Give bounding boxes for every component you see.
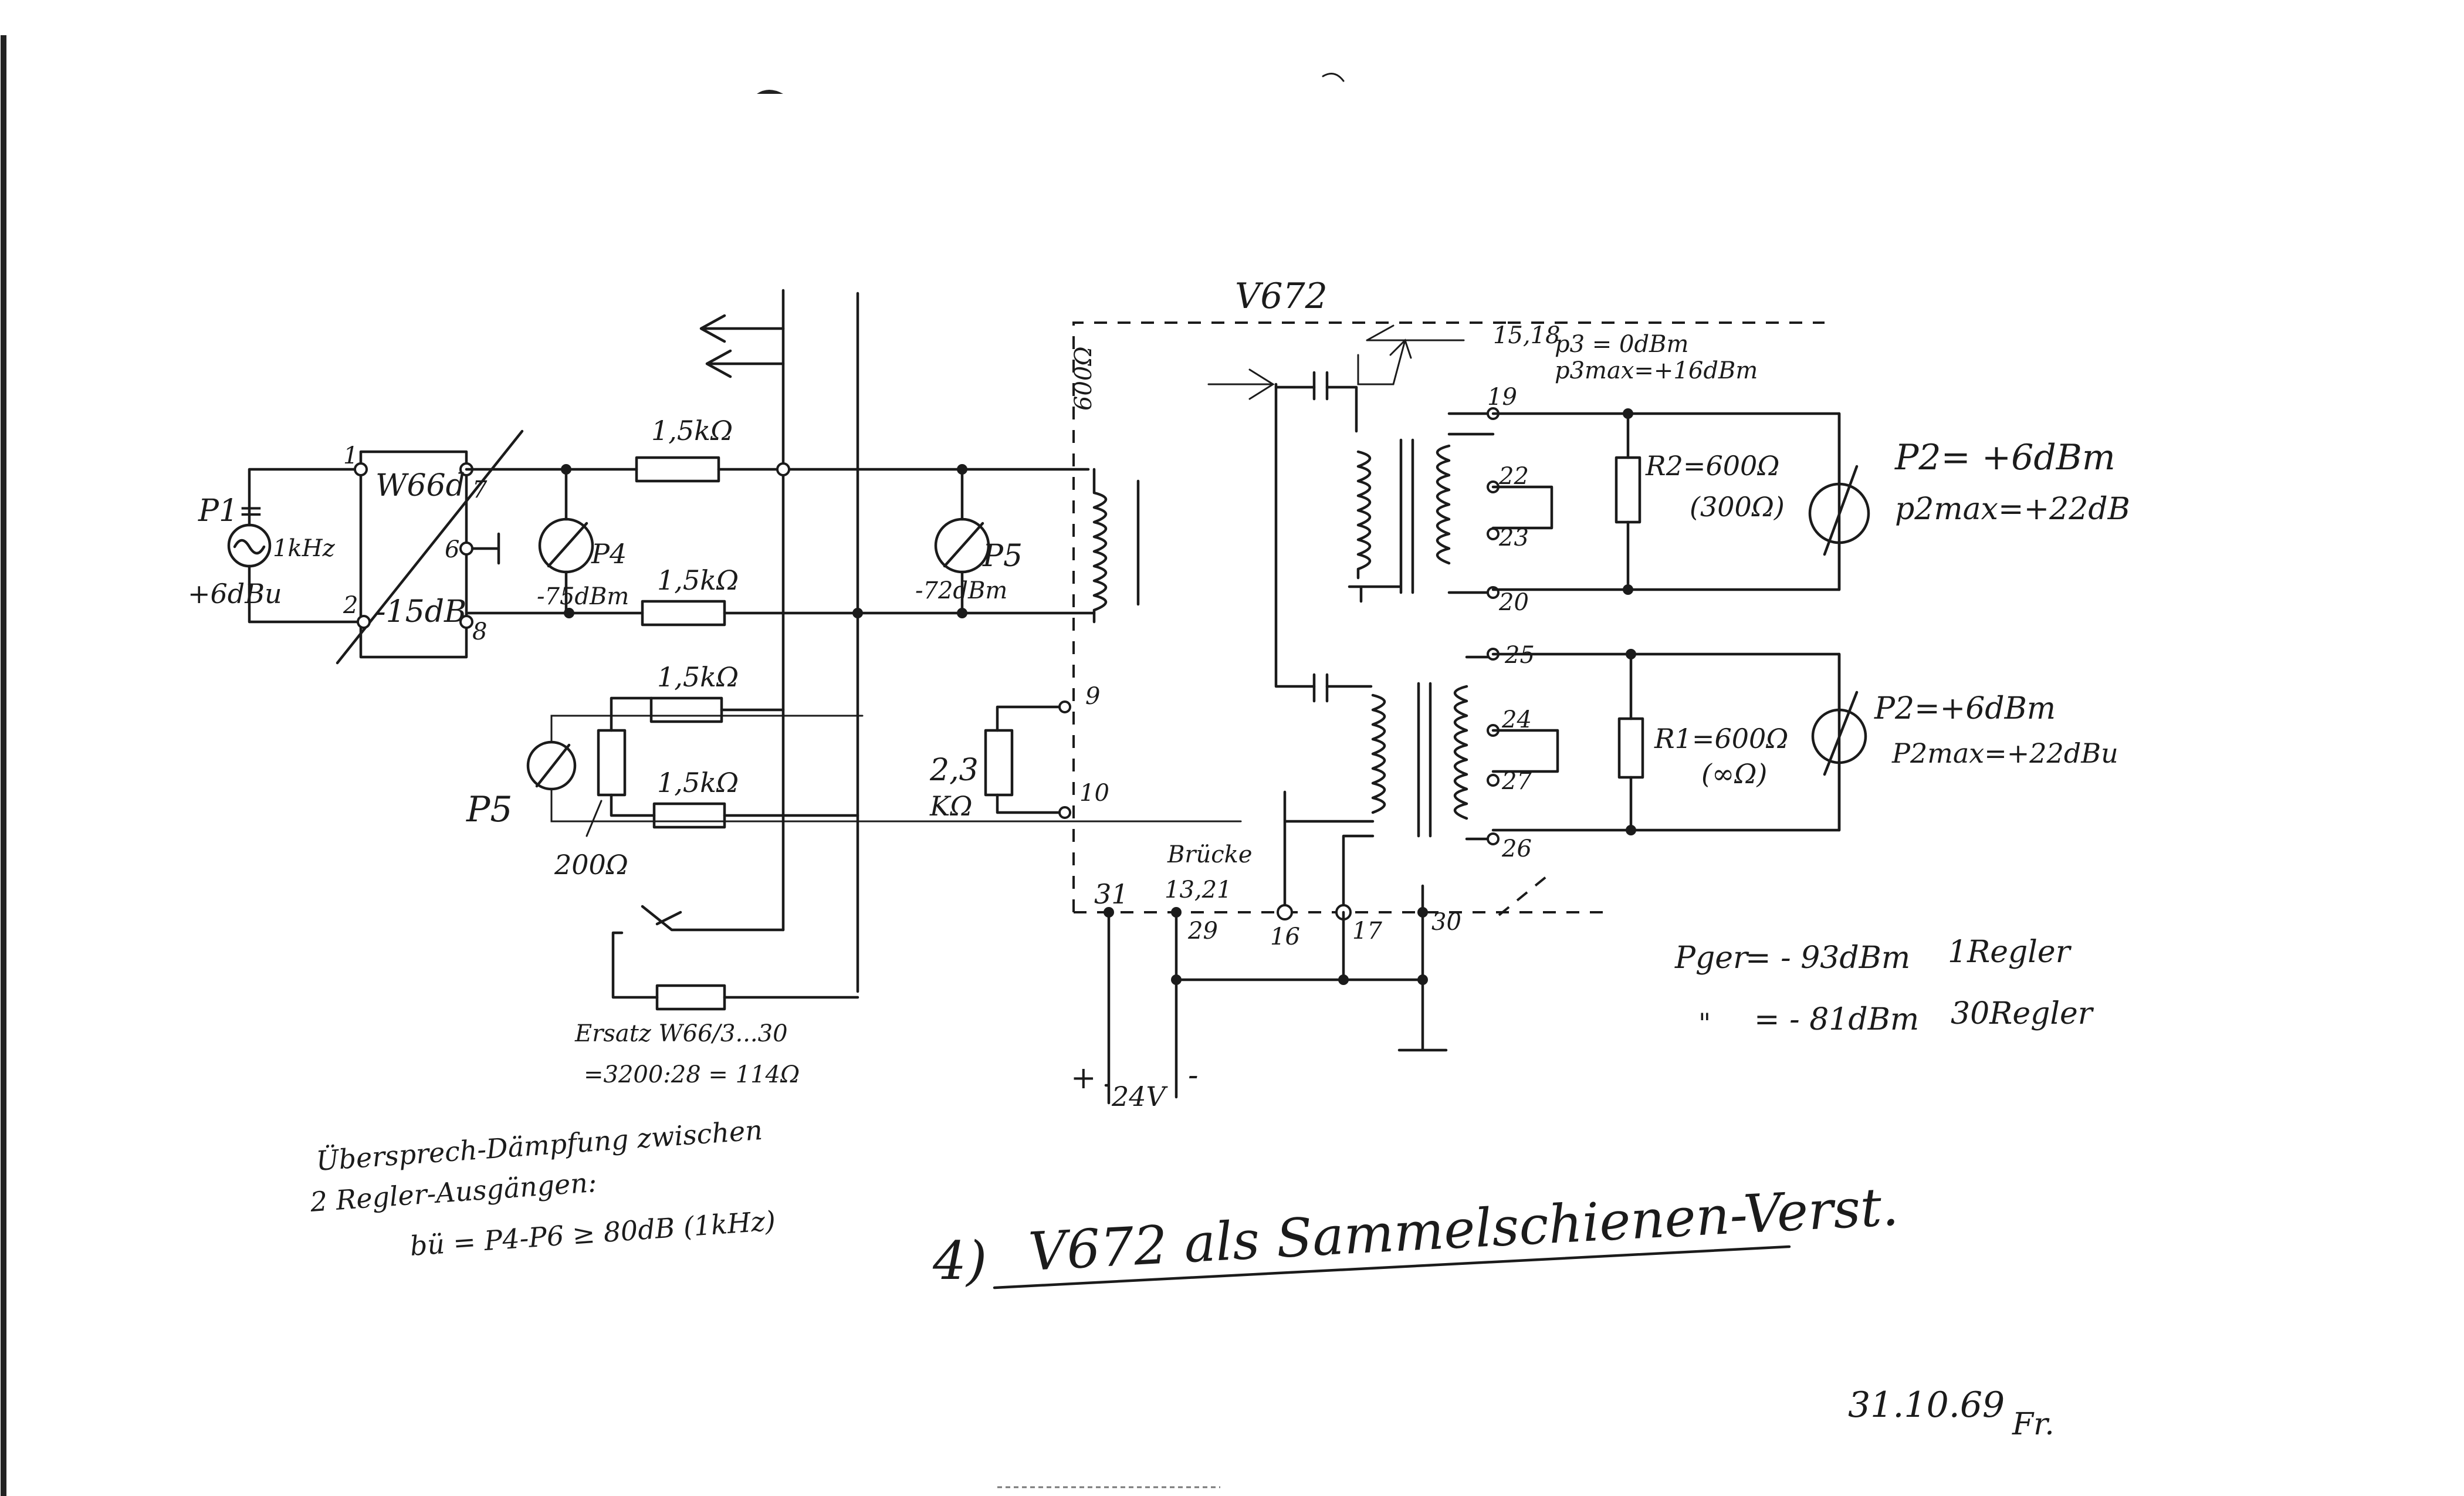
meter-p4-level: -75dBm <box>537 583 629 610</box>
meter-p5-label: P5 <box>982 539 1023 574</box>
top-p3-label: p3 = 0dBm <box>1555 331 1688 358</box>
top-p2max-label: p2max=+22dB <box>1895 492 2130 527</box>
attenuator-w66d: W66d -15dB 1 2 7 6 8 <box>336 429 524 665</box>
meter-p5-level: -72dBm <box>915 577 1007 604</box>
attenuator-pin-1: 1 <box>343 442 358 469</box>
bottom-terminal-24: 24 <box>1501 706 1532 733</box>
top-load-resistor: R2=600Ω <box>1645 450 1779 482</box>
terminal-10: 10 <box>1079 780 1109 807</box>
signal-input <box>1207 339 1412 703</box>
input-coil: 600Ω <box>1070 346 1140 624</box>
resistor-200-label: 200Ω <box>554 849 628 881</box>
terminal-9: 9 <box>1085 683 1100 710</box>
resistor-r2-label: 1,5kΩ <box>657 564 739 596</box>
resistor-2-3k-unit: KΩ <box>929 790 973 822</box>
replacement-line1: Ersatz W66/3...30 <box>574 1020 788 1047</box>
crosstalk-line1: Übersprech-Dämpfung zwischen <box>315 1113 763 1177</box>
crosstalk-line3: bü = P4-P6 ≥ 80dB (1kHz) <box>409 1205 777 1262</box>
replacement-network: Ersatz W66/3...30 =3200:28 = 114Ω <box>574 905 859 1088</box>
signature: Fr. <box>2012 1407 2055 1442</box>
page-title: V672 als Sammelschienen-Verst. <box>1027 1176 1900 1283</box>
top-terminal-22: 22 <box>1498 463 1529 490</box>
meter-p5-left-label: P5 <box>466 789 513 830</box>
supply-plus: + <box>1071 1061 1096 1096</box>
meter-p4: P4 -75dBm <box>537 468 629 615</box>
attenuator-bottom-label: -15dB <box>375 594 466 629</box>
meter-p4-label: P4 <box>591 538 627 570</box>
top-p3max-label: p3max=+16dBm <box>1555 357 1758 384</box>
terminal-30: 30 <box>1431 909 1461 936</box>
terminal-29: 29 <box>1187 918 1218 945</box>
terminal-13-21: 13,21 <box>1165 876 1232 903</box>
bottom-terminal-27: 27 <box>1501 768 1532 795</box>
power-supply: + 24V - <box>1071 1058 1199 1112</box>
generator-freq: 1kHz <box>273 535 336 562</box>
connector-strip: 31 Brücke 13,21 29 16 17 30 <box>1094 841 1461 1105</box>
noise-line1-label: Pger <box>1674 940 1749 976</box>
meter-p5: P5 -72dBm <box>915 468 1023 615</box>
noise-line2-note: 30Regler <box>1951 996 2094 1031</box>
noise-line2-value: = - 81dBm <box>1754 1002 1919 1037</box>
terminal-17: 17 <box>1352 918 1382 945</box>
resistor-r1-label: 1,5kΩ <box>651 415 733 446</box>
noise-line2-label: " <box>1698 1007 1711 1039</box>
bottom-load-alt: (∞Ω) <box>1701 758 1767 790</box>
generator-name: P1= <box>198 493 264 529</box>
noise-line1-value: = - 93dBm <box>1745 940 1910 976</box>
top-pins-15-18: 15,18 <box>1493 322 1561 349</box>
resistor-r1: 1,5kΩ <box>635 415 733 483</box>
top-terminal-19: 19 <box>1487 384 1517 411</box>
replacement-line2: =3200:28 = 114Ω <box>584 1061 800 1088</box>
noise-line1-note: 1Regler <box>1948 935 2072 970</box>
attenuator-pin-8: 8 <box>472 618 487 645</box>
amplifier-v672-outline: V672 <box>1072 276 1825 916</box>
bridge-label: Brücke <box>1167 841 1253 868</box>
meter-p5-branch: 1,5kΩ 1,5kΩ 200Ω P5 <box>466 661 1242 881</box>
bottom-terminal-26: 26 <box>1501 835 1532 862</box>
crosstalk-note: Übersprech-Dämpfung zwischen 2 Regler-Au… <box>309 1113 777 1262</box>
generator-level: +6dBu <box>188 578 282 610</box>
date-label: 31.10.69 <box>1848 1385 2005 1426</box>
terminal-31: 31 <box>1094 878 1129 910</box>
attenuator-top-label: W66d <box>375 468 465 503</box>
noise-notes: Pger = - 93dBm 1Regler " = - 81dBm 30Reg… <box>1674 935 2094 1039</box>
input-coil-label: 600Ω <box>1070 346 1097 411</box>
title-number: 4) <box>932 1230 987 1292</box>
attenuator-pin-7: 7 <box>472 476 488 503</box>
output-transformer-top: 15,18 p3 = 0dBm p3max=+16dBm 19 22 23 20… <box>1348 322 2130 616</box>
title-block: 4) V672 als Sammelschienen-Verst. <box>932 1176 1900 1292</box>
generator-p1: P1= 1kHz +6dBu <box>188 468 371 624</box>
attenuator-pin-2: 2 <box>343 592 358 619</box>
bottom-terminal-25: 25 <box>1504 642 1535 669</box>
date-signature: 31.10.69 Fr. <box>1848 1385 2055 1442</box>
resistor-2-3k-label: 2,3 <box>929 753 979 788</box>
supply-voltage: 24V <box>1111 1081 1169 1112</box>
attenuator-pin-6: 6 <box>445 536 459 563</box>
amp-name: V672 <box>1235 276 1328 317</box>
resistor-r3-label: 1,5kΩ <box>657 661 739 693</box>
resistor-2-3k: 9 10 2,3 KΩ <box>929 683 1109 822</box>
supply-minus: - <box>1188 1058 1199 1093</box>
terminal-16: 16 <box>1270 923 1300 950</box>
bus-lines <box>465 289 1096 993</box>
output-transformer-bottom: 25 24 27 26 R1=600Ω (∞Ω) P2=+6dBm P2max=… <box>1283 642 2118 914</box>
top-load-alt: (300Ω) <box>1690 491 1785 523</box>
bottom-p2max-label: P2max=+22dBu <box>1891 737 2118 769</box>
resistor-r4-label: 1,5kΩ <box>657 767 739 798</box>
top-terminal-23: 23 <box>1498 524 1529 551</box>
resistor-r2: 1,5kΩ <box>641 564 739 627</box>
top-p2-label: P2= +6dBm <box>1894 437 2116 478</box>
scan-artifacts <box>1 35 1345 1496</box>
bottom-p2-label: P2=+6dBm <box>1874 691 2056 726</box>
bottom-load-resistor: R1=600Ω <box>1654 723 1788 754</box>
top-terminal-20: 20 <box>1498 589 1529 616</box>
